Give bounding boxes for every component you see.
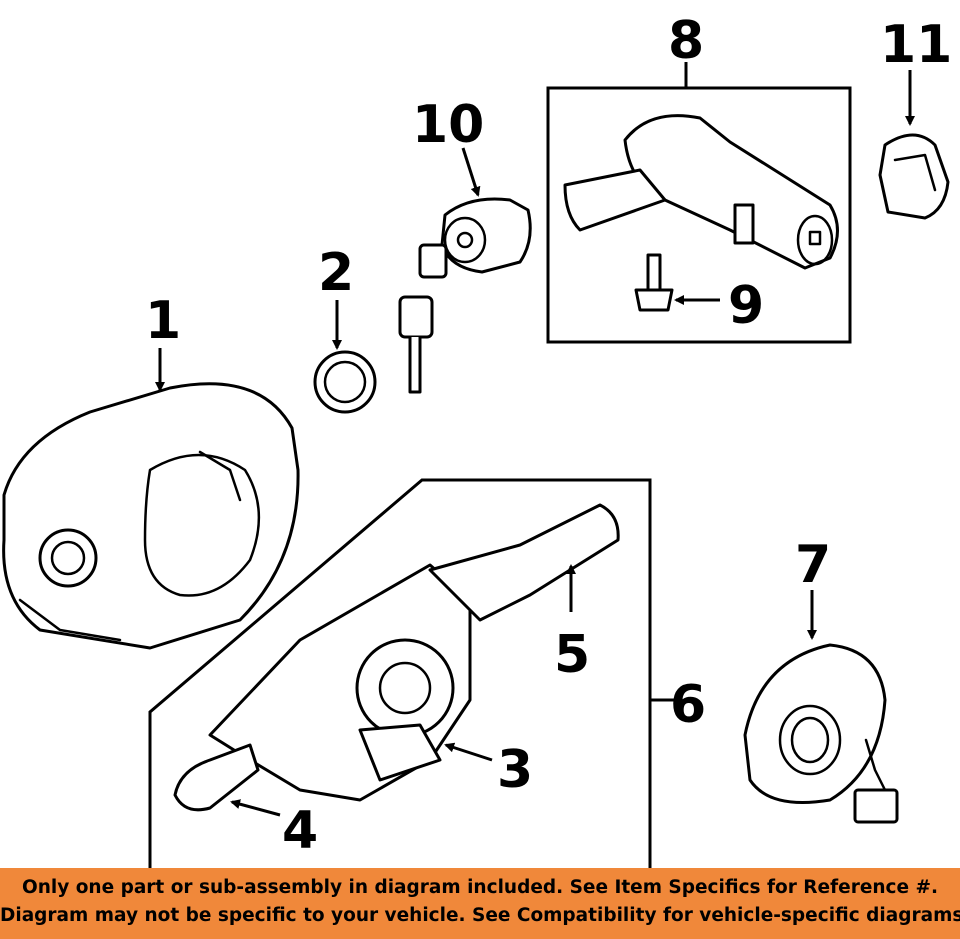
callout-10: 10 bbox=[412, 95, 484, 155]
disclaimer-footer: Only one part or sub-assembly in diagram… bbox=[0, 868, 960, 939]
column-cover-part bbox=[2, 382, 300, 650]
callout-9: 9 bbox=[728, 276, 764, 336]
clip-part bbox=[878, 133, 950, 220]
callout-6: 6 bbox=[670, 675, 706, 735]
lock-cylinder-part bbox=[398, 197, 532, 394]
callout-8: 8 bbox=[668, 11, 704, 71]
ignition-switch-part bbox=[563, 114, 839, 270]
callout-4: 4 bbox=[282, 801, 318, 861]
arrow-4 bbox=[230, 799, 281, 817]
ring-part bbox=[313, 350, 377, 414]
disclaimer-line-2: Diagram may not be specific to your vehi… bbox=[0, 905, 960, 926]
callout-1: 1 bbox=[145, 291, 181, 351]
parts-diagram: 1 2 3 4 5 6 7 8 9 10 11 bbox=[2, 11, 952, 868]
clock-spring-part bbox=[743, 643, 899, 824]
callout-3: 3 bbox=[497, 740, 533, 800]
ignition-switch-box bbox=[546, 86, 852, 344]
callout-5: 5 bbox=[554, 625, 590, 685]
callout-7: 7 bbox=[795, 535, 831, 595]
screw-part bbox=[634, 253, 674, 312]
callout-2: 2 bbox=[318, 243, 354, 303]
combination-switch-box bbox=[148, 478, 652, 868]
combination-switch-part bbox=[173, 503, 620, 812]
arrow-3 bbox=[444, 742, 493, 762]
arrow-10 bbox=[461, 147, 481, 197]
disclaimer-line-1: Only one part or sub-assembly in diagram… bbox=[21, 877, 939, 898]
callout-11: 11 bbox=[880, 15, 952, 75]
